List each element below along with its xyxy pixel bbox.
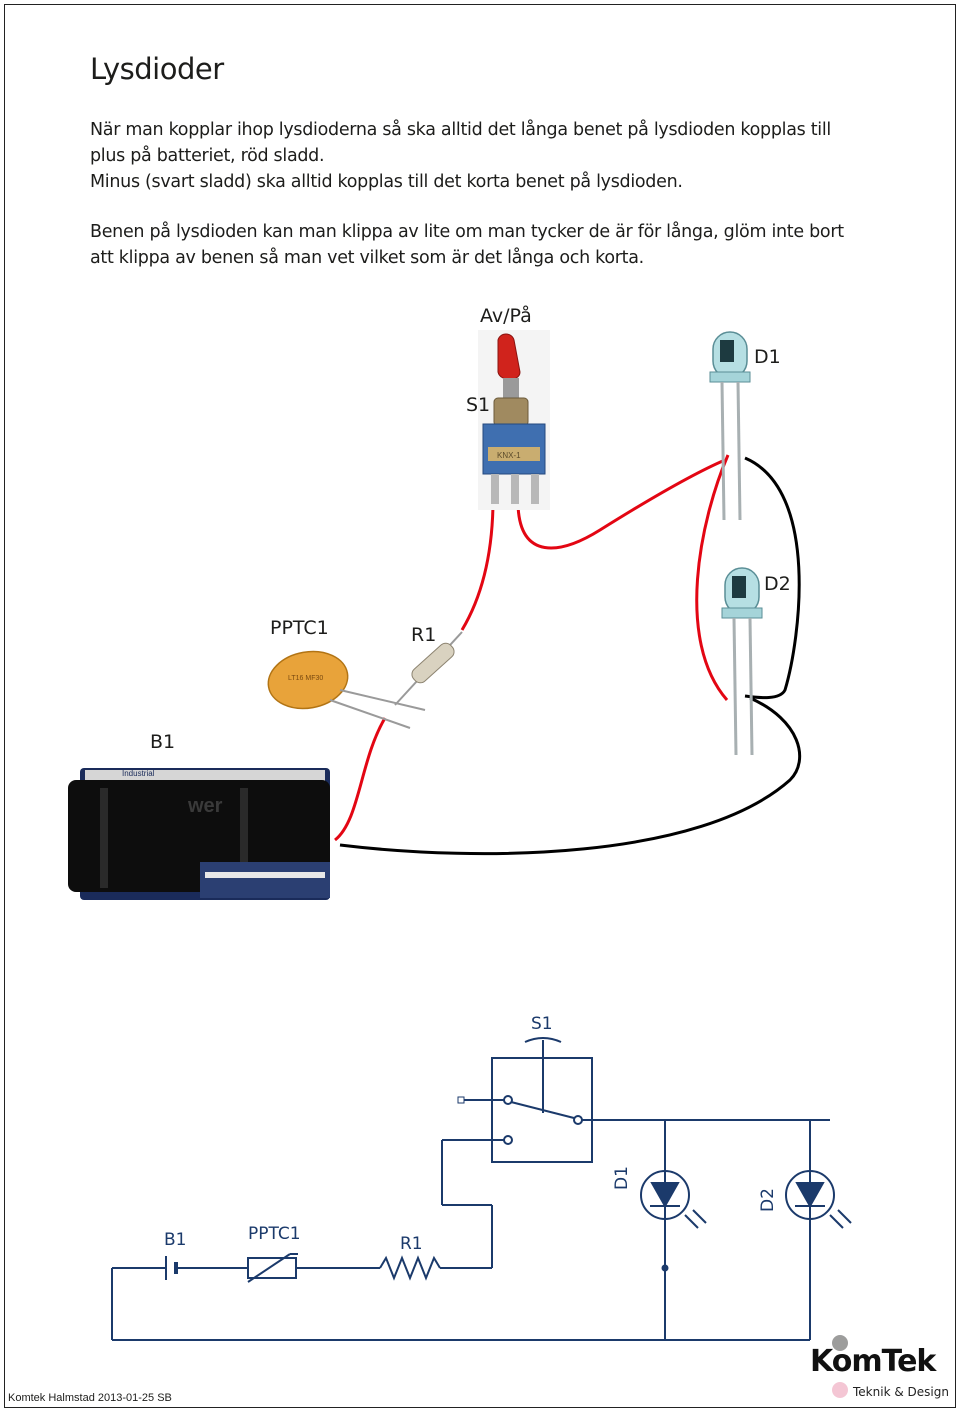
logo-name: KomTek <box>810 1344 936 1379</box>
red-wire-led-to-led <box>695 454 730 701</box>
red-wire-ptc-to-battery <box>334 717 387 842</box>
paragraph-line: Minus (svart sladd) ska alltid kopplas t… <box>90 172 683 192</box>
paragraph-line: att klippa av benen så man vet vilket so… <box>90 248 644 268</box>
paragraph-line: Benen på lysdioden kan man klippa av lit… <box>90 222 844 242</box>
ptc-photo: LT16 MF30 <box>267 650 426 729</box>
schematic-label-ptc: PPTC1 <box>248 1224 301 1244</box>
switch-blade <box>510 1101 575 1119</box>
label-switch-top: Av/På <box>480 305 532 327</box>
circuit-schematic <box>111 1037 852 1341</box>
page-frame <box>4 4 956 1408</box>
red-wire-switch-to-resistor <box>460 504 495 631</box>
toggle-switch-photo: KNX-1 <box>478 330 550 510</box>
battery-holder-photo: Industrial Pana ine wer <box>68 768 330 900</box>
page-title: Lysdioder <box>90 52 224 86</box>
led-photo-d2 <box>721 567 763 756</box>
led-photo-d1 <box>709 331 751 521</box>
switch-actuator <box>524 1037 562 1043</box>
ptc-print: LT16 MF30 <box>288 675 323 682</box>
paragraph-line: När man kopplar ihop lysdioderna så ska … <box>90 120 831 140</box>
red-wire-switch-to-led <box>516 458 726 550</box>
battery-print-4: wer <box>187 795 223 817</box>
label-resistor: R1 <box>411 624 437 646</box>
footer-text: Komtek Halmstad 2013-01-25 SB <box>8 1392 172 1404</box>
black-wire-led-to-led <box>744 456 801 700</box>
schematic-label-switch: S1 <box>531 1014 553 1034</box>
label-led1: D1 <box>754 346 781 368</box>
schematic-label-resistor: R1 <box>400 1234 423 1254</box>
paragraph-wiring: När man kopplar ihop lysdioderna så ska … <box>90 117 890 195</box>
logo-tagline: Teknik & Design <box>853 1385 949 1399</box>
resistor-photo <box>394 631 463 706</box>
battery-print-1: Industrial <box>122 769 155 778</box>
black-wire-led-to-battery <box>339 696 802 856</box>
schematic-label-battery: B1 <box>164 1230 187 1250</box>
logo-gray-dot <box>832 1335 848 1351</box>
label-switch: S1 <box>466 394 491 416</box>
switch-print: KNX-1 <box>497 451 521 460</box>
label-led2: D2 <box>764 573 791 595</box>
label-ptc: PPTC1 <box>270 617 329 639</box>
paragraph-line: plus på batteriet, röd sladd. <box>90 146 325 166</box>
label-battery: B1 <box>150 731 176 753</box>
logo-pink-dot <box>832 1382 848 1398</box>
paragraph-trim-legs: Benen på lysdioden kan man klippa av lit… <box>90 219 890 271</box>
